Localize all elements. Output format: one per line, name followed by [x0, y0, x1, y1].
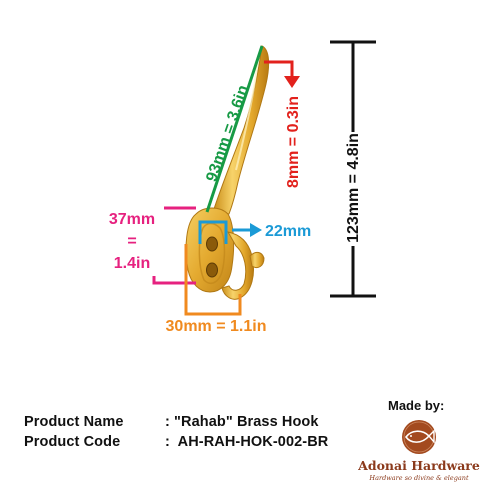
height-dimension: 123mm = 4.8in	[330, 40, 376, 298]
screw-hole-bottom	[206, 262, 218, 278]
brass-hook	[185, 45, 270, 300]
width-label: 30mm = 1.1in	[166, 318, 267, 335]
plate-height-eq: =	[127, 233, 136, 250]
screw-spacing-label: 22mm	[265, 223, 311, 240]
screw-spacing-dimension: 22mm	[198, 220, 311, 244]
fish-circle-logo	[402, 420, 436, 454]
plate-height-in: 1.4in	[114, 255, 150, 272]
plate-height-dimension: 37mm = 1.4in	[100, 206, 196, 285]
product-name-value: : "Rahab" Brass Hook	[165, 414, 319, 430]
height-label: 123mm = 4.8in	[345, 133, 362, 243]
brand-tagline: Hardware so divine & elegant	[369, 474, 469, 482]
tip-offset-label: 8mm = 0.3in	[285, 96, 302, 188]
product-name-row: Product Name : "Rahab" Brass Hook	[24, 414, 319, 430]
product-name-label: Product Name	[24, 414, 124, 430]
tip-offset-dimension: 8mm = 0.3in	[264, 60, 302, 188]
product-code-row: Product Code : AH-RAH-HOK-002-BR	[24, 434, 328, 450]
made-by-label: Made by:	[388, 398, 445, 413]
plate-height-mm: 37mm	[109, 211, 155, 228]
product-code-label: Product Code	[24, 434, 121, 450]
product-code-value: : AH-RAH-HOK-002-BR	[165, 434, 329, 450]
width-dimension: 30mm = 1.1in	[166, 244, 267, 335]
brand-name: Adonai Hardware	[358, 458, 480, 473]
screw-hole-top	[206, 236, 218, 252]
